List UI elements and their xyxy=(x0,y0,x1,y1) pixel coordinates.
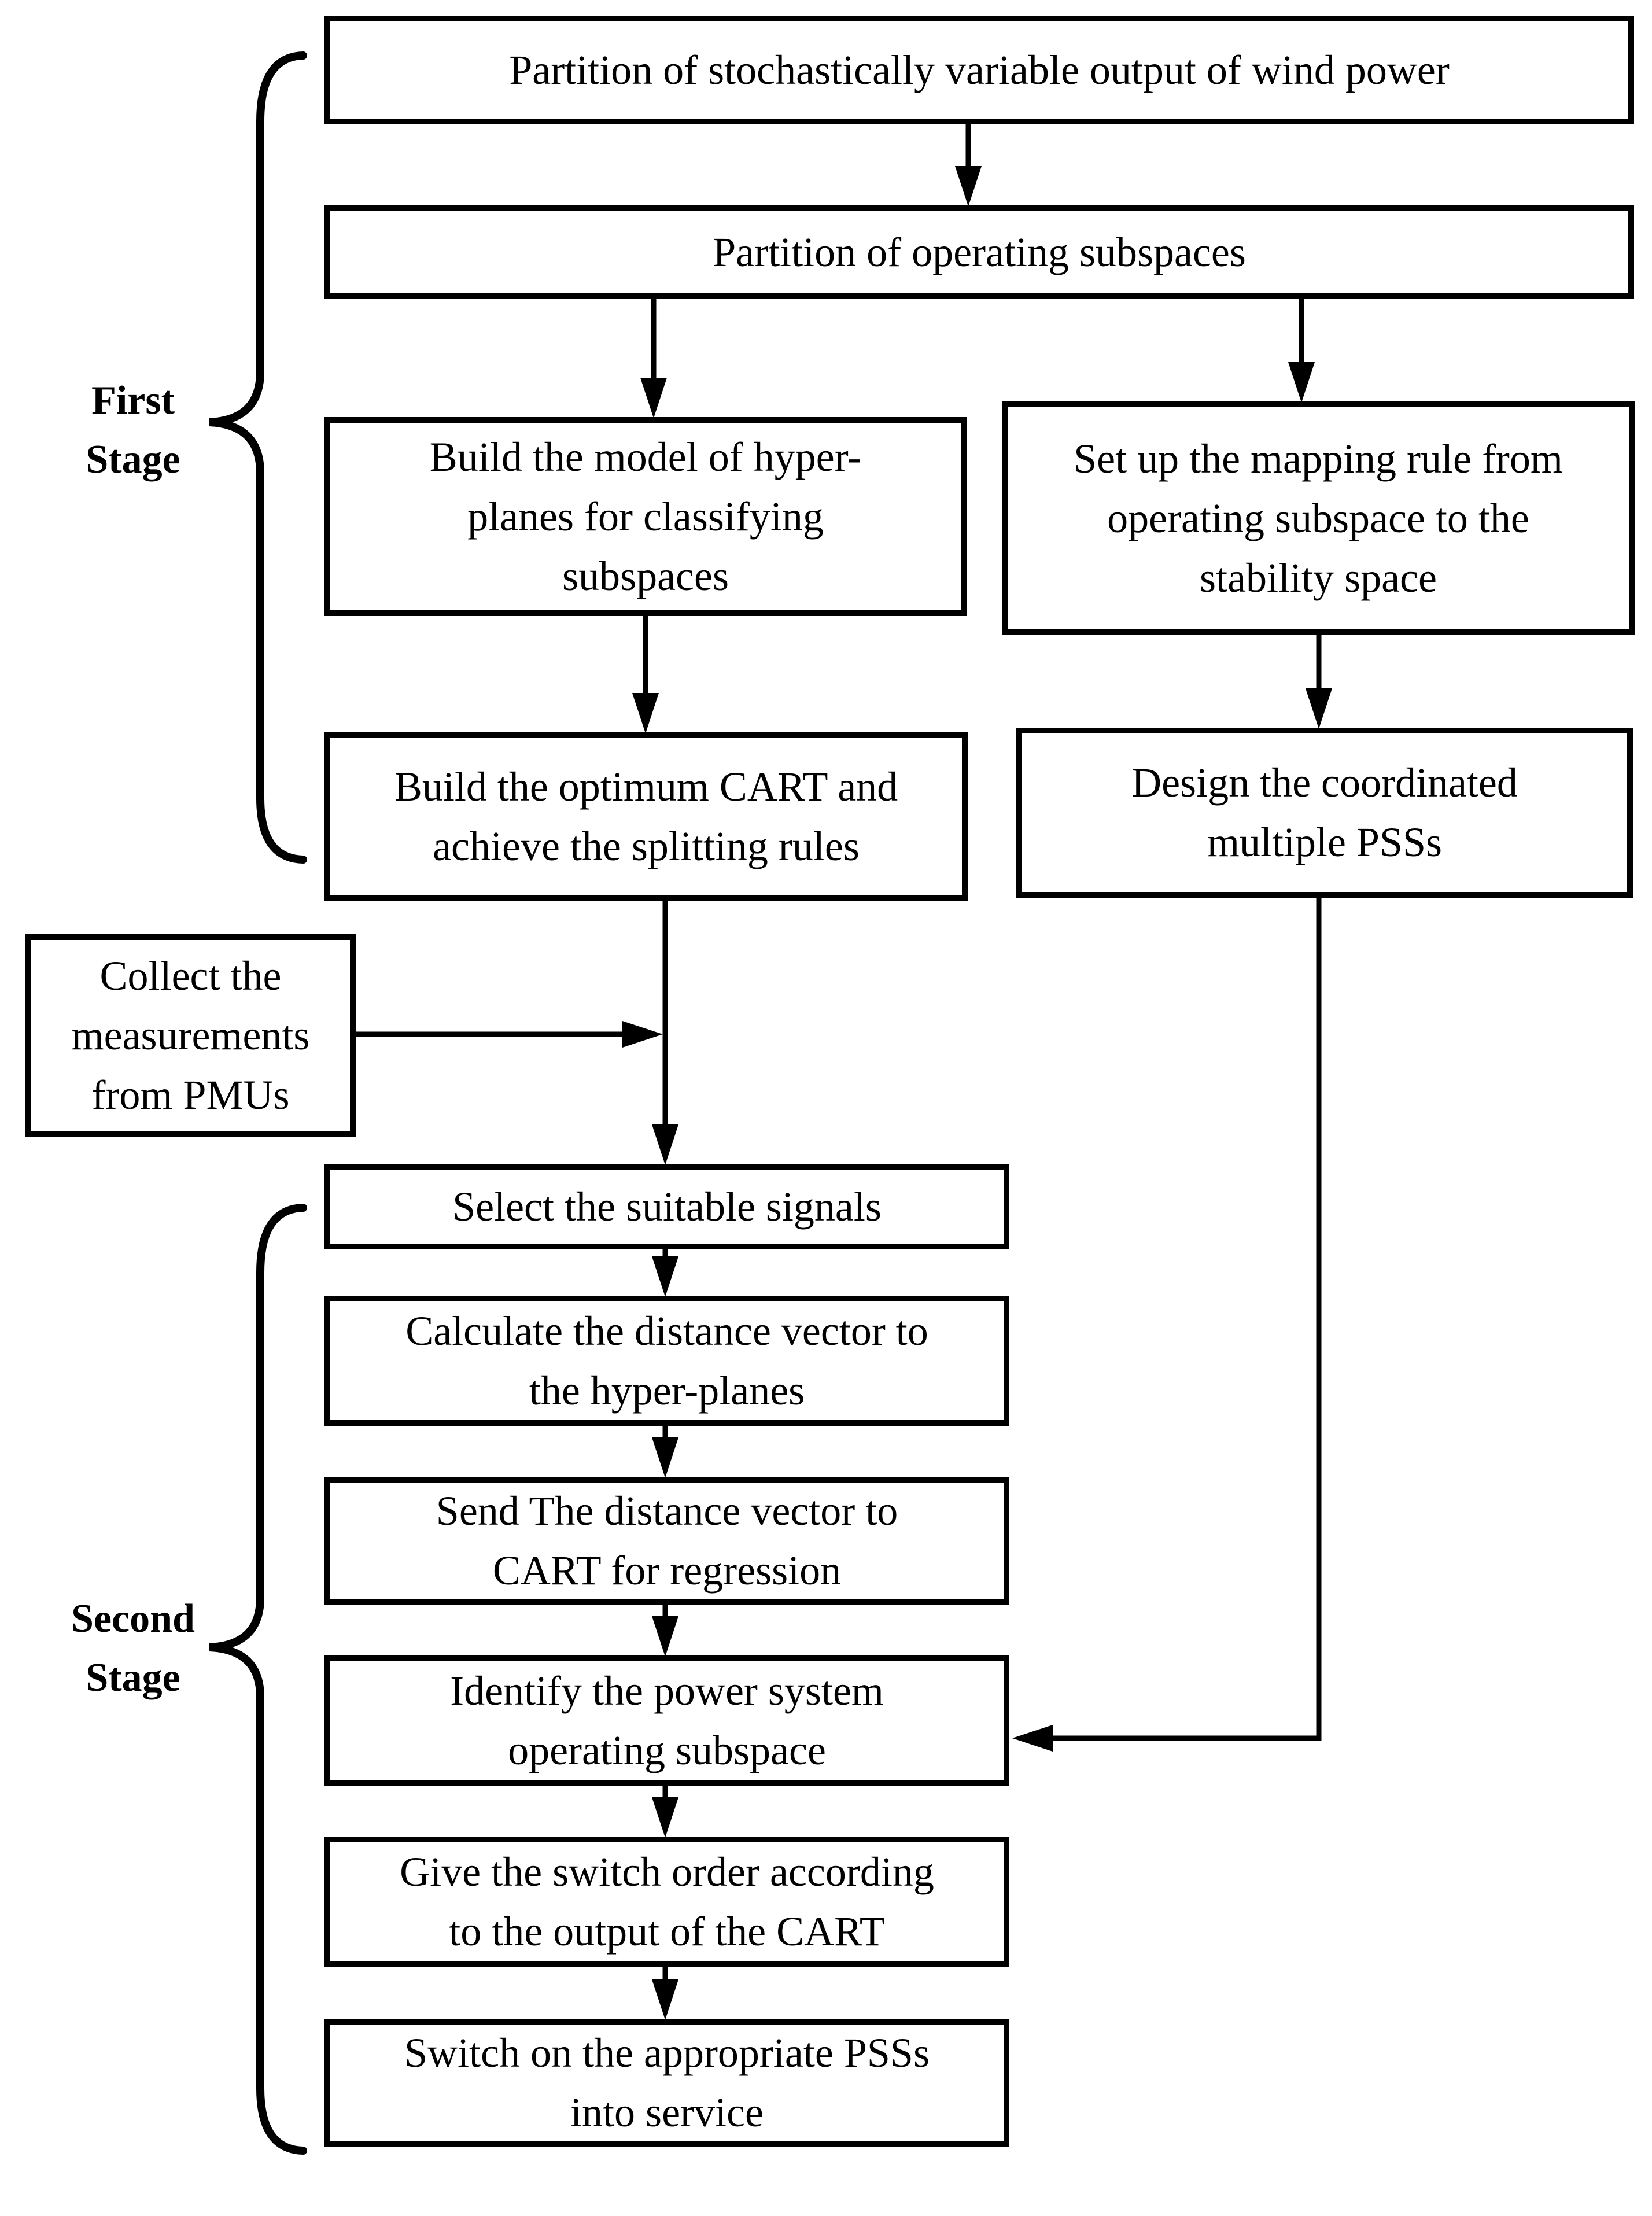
arrow-calculate-to-send xyxy=(652,1424,679,1478)
arrow-wind-to-operating xyxy=(955,122,982,207)
node-text-line: CART for regression xyxy=(492,1547,842,1594)
arrow-select-to-calculate xyxy=(652,1247,679,1297)
node-text-line: achieve the splitting rules xyxy=(433,823,860,869)
second-stage-brace xyxy=(209,1204,307,2155)
node-text-line: Send The distance vector to xyxy=(436,1488,898,1534)
arrow-pmu-to-junction xyxy=(353,1021,663,1048)
node-select-suitable-signals: Select the suitable signals xyxy=(325,1164,1009,1249)
arrow-operating-to-mapping xyxy=(1288,297,1315,403)
node-text-line: operating subspace to the xyxy=(1107,495,1529,541)
node-collect-pmu-measurements: Collect the measurements from PMUs xyxy=(25,934,356,1137)
arrow-cart-to-select xyxy=(652,899,679,1165)
arrow-identify-to-give xyxy=(652,1783,679,1838)
label-second-stage-line: Second xyxy=(71,1596,195,1641)
node-text-line: multiple PSSs xyxy=(1207,819,1443,865)
node-text-line: operating subspace xyxy=(508,1727,826,1773)
node-text-line: from PMUs xyxy=(91,1071,290,1118)
node-text-line: Calculate the distance vector to xyxy=(405,1307,928,1354)
label-second-stage-line: Stage xyxy=(86,1655,180,1700)
arrow-give-to-switch xyxy=(652,1964,679,2020)
node-identify-operating-subspace: Identify the power system operating subs… xyxy=(325,1655,1009,1786)
node-text-line: Design the coordinated xyxy=(1131,759,1518,806)
node-partition-operating-subspaces: Partition of operating subspaces xyxy=(325,205,1634,299)
label-first-stage-line: First xyxy=(91,378,175,423)
label-first-stage: First Stage xyxy=(17,371,249,489)
label-second-stage: Second Stage xyxy=(17,1590,249,1708)
node-text-line: stability space xyxy=(1200,554,1437,601)
node-calculate-distance-vector: Calculate the distance vector to the hyp… xyxy=(325,1296,1009,1426)
node-text-line: planes for classifying xyxy=(467,493,824,540)
node-text-line: into service xyxy=(570,2089,764,2136)
connector-psss-to-identify xyxy=(1012,895,1322,1752)
node-text-line: Build the model of hyper- xyxy=(429,433,862,480)
arrow-hyperplanes-to-cart xyxy=(632,614,659,733)
node-text-line: Identify the power system xyxy=(450,1667,884,1714)
node-text-line: Set up the mapping rule from xyxy=(1074,435,1563,482)
node-text-line: Collect the xyxy=(99,952,282,999)
node-send-distance-vector: Send The distance vector to CART for reg… xyxy=(325,1477,1009,1605)
node-text-line: Partition of operating subspaces xyxy=(713,228,1246,275)
node-design-coordinated-psss: Design the coordinated multiple PSSs xyxy=(1016,728,1633,898)
node-text-line: the hyper-planes xyxy=(529,1367,805,1414)
node-text-line: Partition of stochastically variable out… xyxy=(509,46,1450,93)
arrow-send-to-identify xyxy=(652,1603,679,1657)
first-stage-brace xyxy=(209,51,307,864)
node-build-hyperplane-model: Build the model of hyper- planes for cla… xyxy=(325,417,967,616)
node-text-line: subspaces xyxy=(562,552,729,599)
node-text-line: measurements xyxy=(71,1012,310,1059)
node-switch-on-psss: Switch on the appropriate PSSs into serv… xyxy=(325,2019,1009,2147)
node-setup-mapping-rule: Set up the mapping rule from operating s… xyxy=(1002,401,1635,635)
node-text-line: Switch on the appropriate PSSs xyxy=(404,2030,930,2076)
node-partition-wind-power: Partition of stochastically variable out… xyxy=(325,16,1634,124)
label-first-stage-line: Stage xyxy=(86,437,180,482)
node-give-switch-order: Give the switch order according to the o… xyxy=(325,1837,1009,1967)
node-text-line: Select the suitable signals xyxy=(452,1183,882,1230)
node-text-line: Build the optimum CART and xyxy=(394,764,898,810)
node-text-line: to the output of the CART xyxy=(449,1908,885,1955)
node-text-line: Give the switch order according xyxy=(400,1848,934,1895)
node-build-optimum-cart: Build the optimum CART and achieve the s… xyxy=(325,732,968,901)
arrow-mapping-to-psss xyxy=(1306,633,1332,729)
arrow-operating-to-hyperplanes xyxy=(640,297,667,418)
